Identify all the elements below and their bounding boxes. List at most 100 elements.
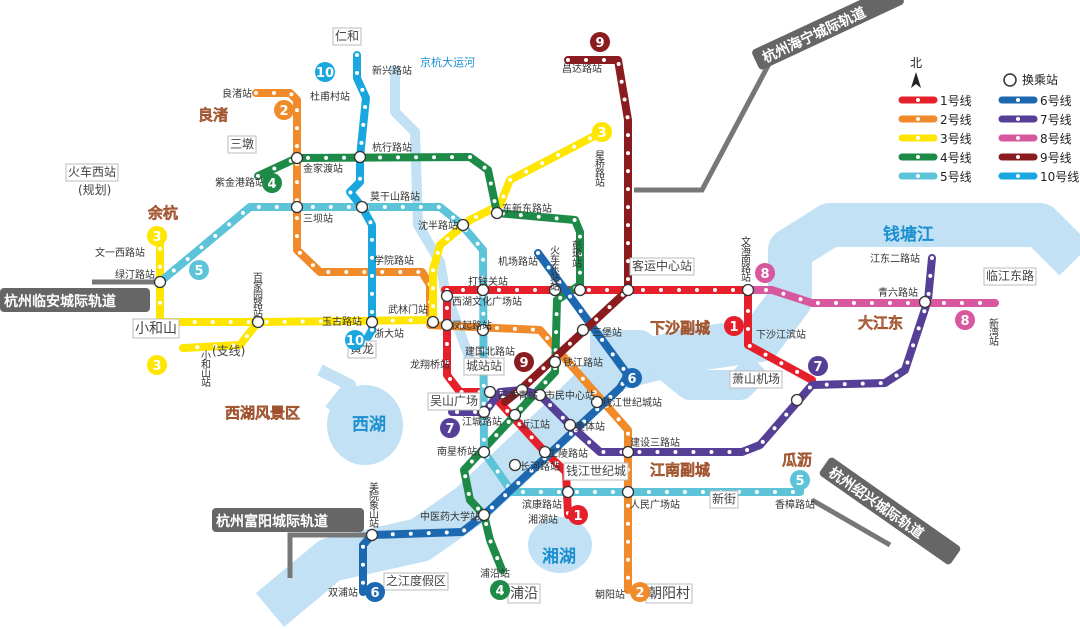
interchange-icon: [476, 323, 490, 337]
legend-dot: [1016, 136, 1020, 140]
district-label: 瓜沥: [782, 451, 812, 469]
line-3-badge: [147, 226, 167, 246]
legend-label: 5号线: [940, 170, 972, 184]
line-4-badge: [490, 580, 510, 600]
line-6-badge: [365, 582, 385, 602]
interchange-icon: [477, 445, 491, 459]
water-label: 京杭大运河: [420, 55, 475, 69]
place-label: 仁和: [335, 29, 359, 43]
interchange-icon: [290, 151, 304, 165]
line-number: 7: [813, 360, 822, 375]
intercity-label: 杭州临安城际轨道: [4, 293, 116, 310]
station-label: 莫干山路站: [370, 190, 420, 203]
place-label: 浦沿: [510, 586, 538, 602]
line-number: 4: [495, 584, 504, 599]
line-7-track: [448, 254, 936, 456]
interchange-icon: [365, 315, 379, 329]
legend-dot: [1016, 117, 1020, 121]
legend-dot: [1016, 98, 1020, 102]
place-label: 朝阳村: [648, 586, 690, 602]
line-number: 8: [960, 314, 969, 329]
line-1-badge: [724, 316, 744, 336]
interchange-icon: [456, 218, 470, 232]
station-label: 建国北路站: [465, 345, 515, 358]
line-5-badge: [189, 260, 209, 280]
legend-label: 2号线: [940, 113, 972, 127]
place-label: 客运中心站: [632, 258, 692, 273]
line-9-badge: [590, 32, 610, 52]
line-3-badge: [592, 122, 612, 142]
legend-dot: [916, 155, 920, 159]
intercity-lines: [92, 60, 892, 578]
station-label: 龙翔桥站: [410, 358, 450, 371]
line-number: 5: [194, 264, 203, 279]
interchange-icon: [477, 508, 491, 522]
place-label: 小和山: [135, 321, 177, 337]
station-label: 下沙江滨站: [756, 328, 806, 341]
district-label: 江南副城: [650, 461, 710, 479]
interchange-icon: [153, 275, 167, 289]
station-label: 市民中心站: [545, 389, 595, 402]
water-label: 西湖: [352, 415, 386, 435]
station-label: 彭埠站: [570, 239, 582, 269]
station-label: 机场路站: [498, 255, 538, 268]
interchange-icon: [573, 283, 587, 297]
station-label: 双浦站: [328, 586, 358, 599]
line-number: 1: [573, 509, 582, 524]
line-number: 7: [445, 422, 454, 437]
line-7-badge: [440, 418, 460, 438]
legend-label: 8号线: [1040, 132, 1072, 146]
place-label: 吴山广场: [430, 394, 478, 408]
interchange-icon: [515, 383, 529, 397]
station-label: 江城路站: [462, 415, 502, 428]
interchange-icon: [561, 485, 575, 499]
station-label: 青六路站: [878, 286, 918, 299]
station-label: 火车东站站: [548, 245, 560, 292]
legend-dot: [916, 117, 920, 121]
station-label: 文海南路站: [739, 235, 751, 283]
line-number: 9: [519, 356, 528, 371]
line-7-badge: [808, 356, 828, 376]
water-label: 钱塘江: [883, 224, 934, 245]
station-dots: [443, 288, 814, 382]
haining-line: [634, 60, 773, 193]
station-label: 沈半路站: [418, 219, 458, 232]
interchange-icon: [290, 200, 304, 214]
line-number: 3: [152, 230, 161, 245]
district-label: 良渚: [198, 106, 228, 124]
line-number: 2: [635, 586, 644, 601]
station-label: 香樟路站: [775, 498, 815, 511]
interchange-stations: [153, 150, 932, 542]
station-label: 钱江路站: [563, 356, 603, 369]
legend-label: 7号线: [1040, 113, 1072, 127]
legend-dot: [1016, 174, 1020, 178]
interchange-icon: [477, 405, 491, 419]
station-label: 凤起路站: [452, 319, 492, 332]
station-label: 文一西路站: [95, 246, 145, 259]
station-label: 中医药大学站: [420, 510, 480, 523]
legend-label: 9号线: [1040, 151, 1072, 165]
interchange-icon: [476, 283, 490, 297]
station-label: 东新东路站: [502, 202, 552, 215]
station-label: 绿汀路站: [115, 268, 155, 281]
station-label: 学院路站: [374, 254, 414, 267]
line-8-badge: [755, 263, 775, 283]
station-label: 昌达路站: [562, 62, 602, 75]
interchange-icon: [355, 200, 369, 214]
station-label: 美院象山站: [367, 481, 379, 529]
xiang-lake: [528, 517, 592, 573]
station-label: 滨康路站: [522, 498, 562, 511]
station-label: 西湖文化广场站: [452, 295, 522, 308]
line-6-badge: [622, 368, 642, 388]
line-number: 3: [152, 359, 161, 374]
interchange-icon: [426, 315, 440, 329]
line-2-badge: [630, 582, 650, 602]
north-arrow-icon: [911, 72, 921, 88]
line-1-badge: [568, 505, 588, 525]
station-label: 百家园路站: [251, 272, 263, 319]
station-label: 小和山站: [199, 350, 211, 388]
district-label: 下沙副城: [650, 319, 710, 337]
interchange-icon: [353, 150, 367, 164]
